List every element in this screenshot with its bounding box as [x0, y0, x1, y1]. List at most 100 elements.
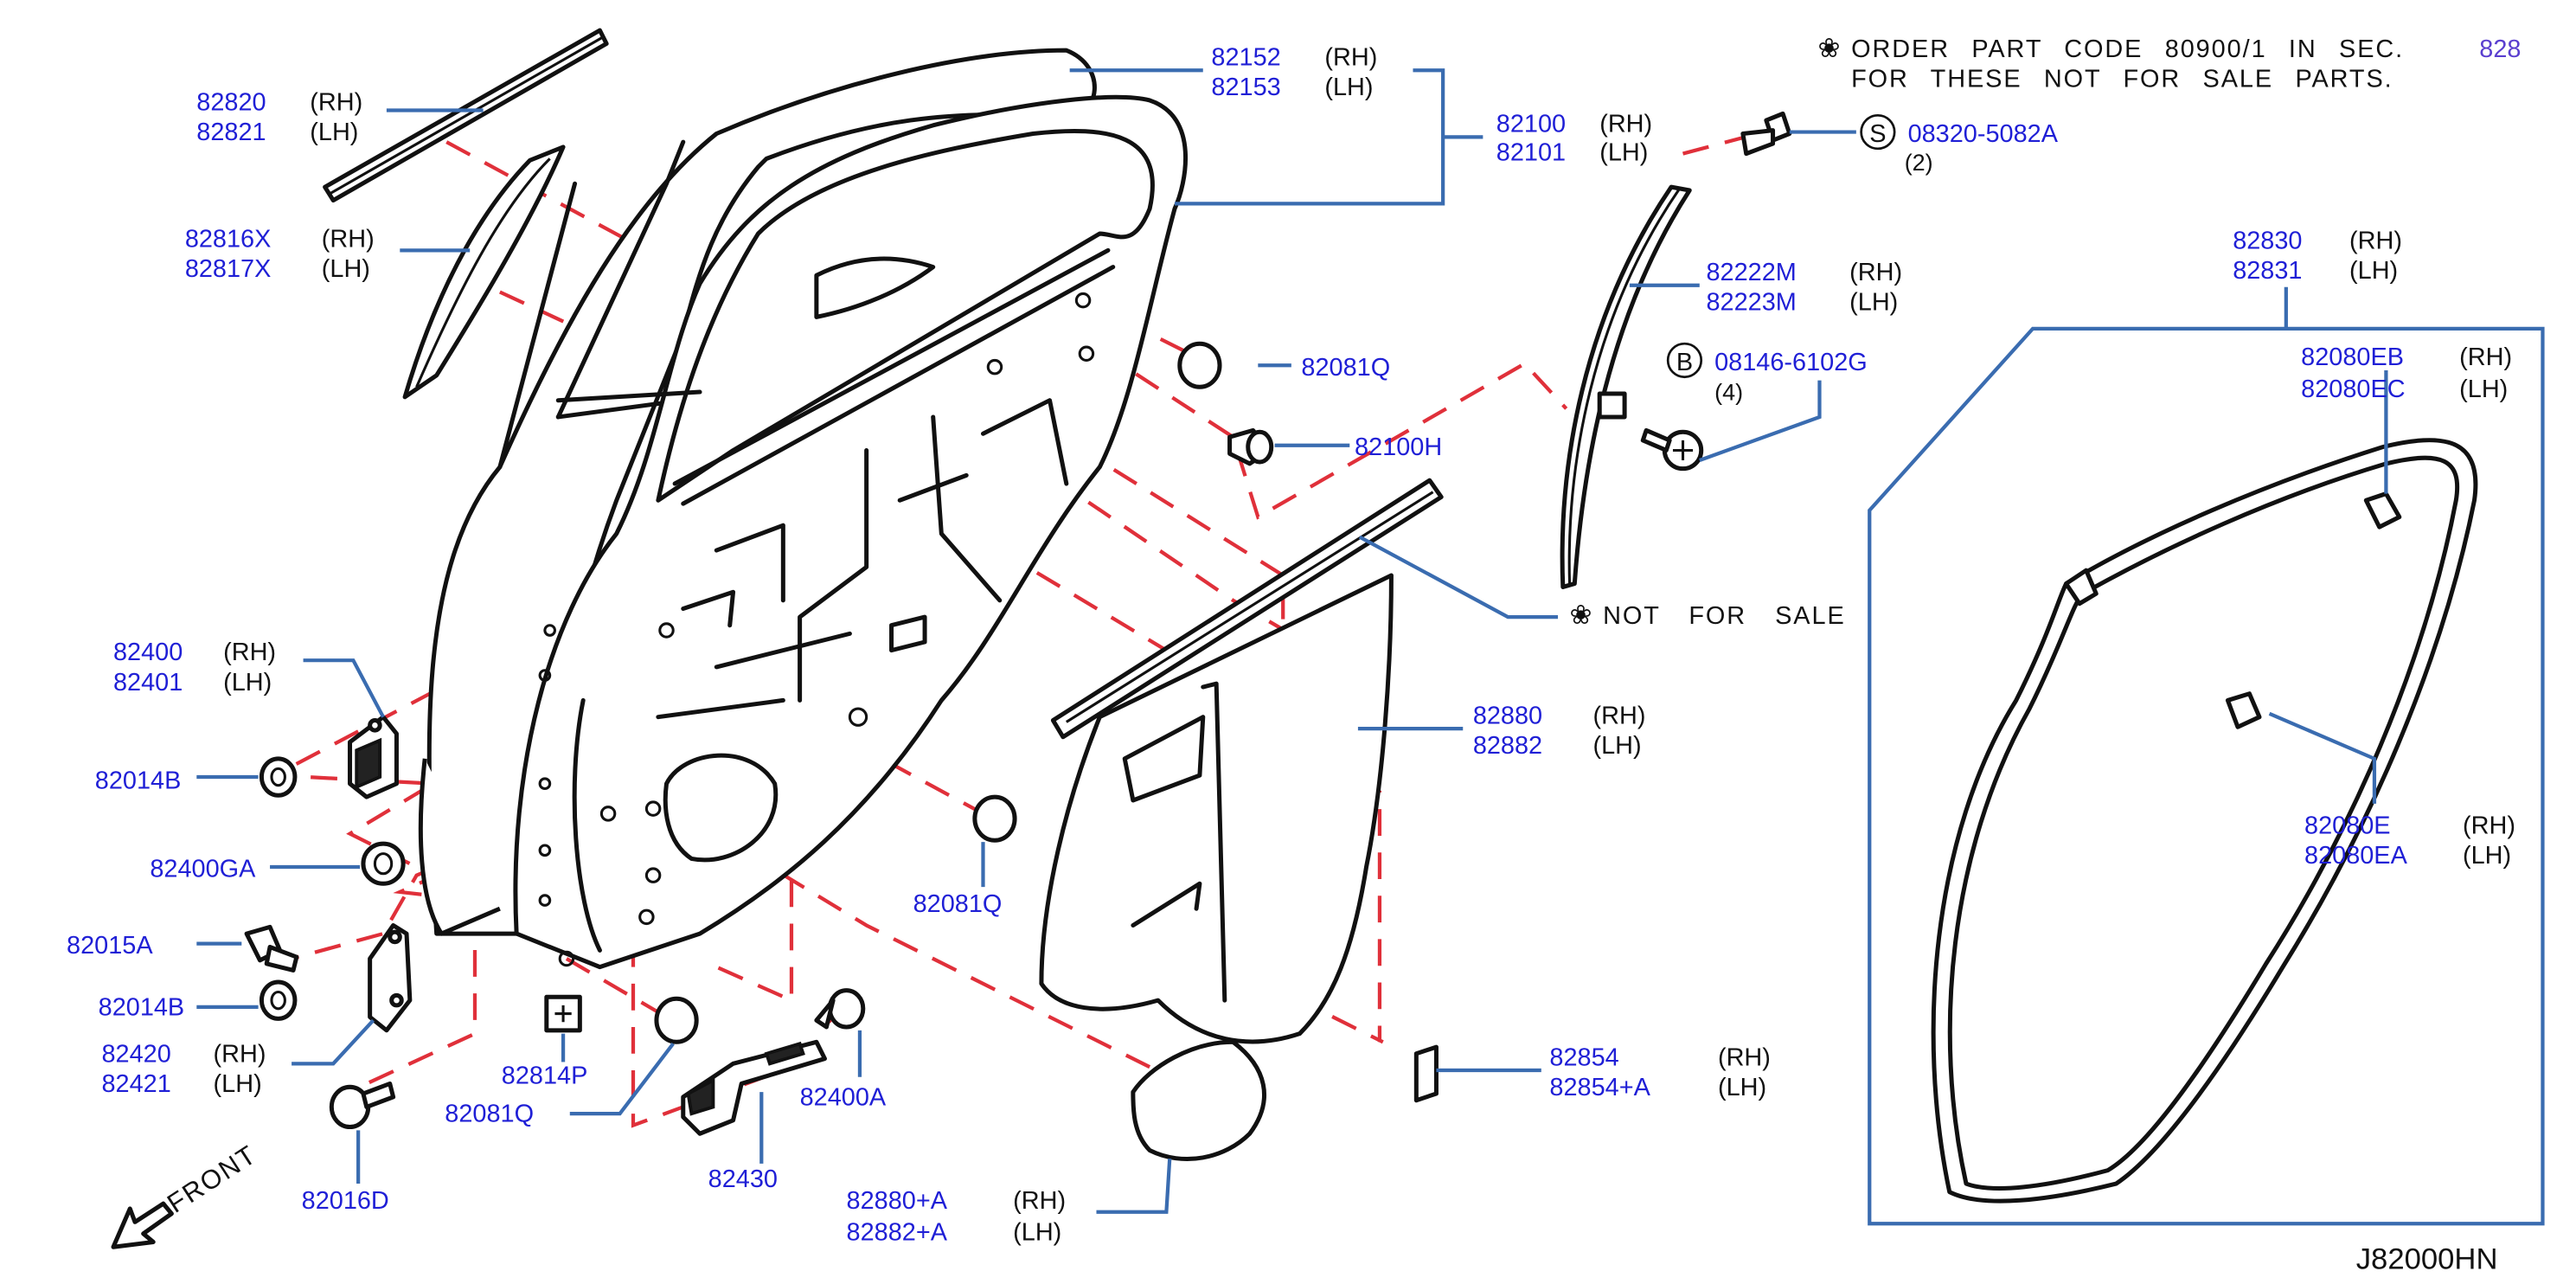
callout-82420[interactable]: 82420 (RH) [102, 1040, 266, 1068]
part-number[interactable]: 82223M [1706, 289, 1796, 317]
callout-82880[interactable]: 82880 (RH) [1473, 702, 1646, 729]
page-reference[interactable]: 828 [2479, 35, 2521, 63]
side-label: (LH) [2463, 842, 2511, 870]
part-number[interactable]: 82401 [113, 669, 183, 697]
callout-08146-6102G[interactable]: B 08146-6102G (4) [1666, 342, 1868, 406]
callout-82081Q-bottom[interactable]: 82081Q [445, 1101, 534, 1128]
side-label: (LH) [2349, 257, 2398, 285]
part-number[interactable]: 82100 [1496, 111, 1566, 138]
side-label: (LH) [1324, 74, 1373, 101]
part-number[interactable]: 82820 [196, 89, 266, 117]
part-number[interactable]: 82081Q [445, 1101, 534, 1128]
callout-82014B-top[interactable]: 82014B [95, 767, 182, 795]
part-number[interactable]: 82831 [2233, 257, 2302, 285]
side-label: (RH) [1599, 111, 1652, 138]
side-label: (RH) [214, 1040, 266, 1068]
part-number[interactable]: 08320-5082A [1908, 120, 2059, 148]
part-number[interactable]: 82014B [99, 993, 185, 1021]
callout-82100[interactable]: 82100 (RH) [1496, 111, 1652, 138]
callout-82080EC[interactable]: 82080EC (LH) [2301, 376, 2508, 403]
part-number[interactable]: 82400GA [150, 856, 256, 883]
callout-82820[interactable]: 82820 (RH) [196, 89, 362, 117]
callout-82817X[interactable]: 82817X (LH) [185, 255, 370, 283]
callout-82421[interactable]: 82421 (LH) [102, 1070, 262, 1098]
callout-82882[interactable]: 82882 (LH) [1473, 732, 1642, 760]
bolt-82016D [329, 1081, 396, 1130]
part-number[interactable]: 82014B [95, 767, 182, 795]
callout-82400A[interactable]: 82400A [800, 1084, 887, 1112]
part-number[interactable]: 82880 [1473, 702, 1542, 729]
part-number[interactable]: 82015A [67, 932, 153, 960]
callout-82223M[interactable]: 82223M (LH) [1706, 289, 1898, 317]
callout-82153[interactable]: 82153 (LH) [1211, 74, 1373, 101]
part-number[interactable]: 82080E [2304, 812, 2391, 840]
outer-weatherstrip-82820 [323, 28, 609, 203]
side-label: (RH) [1849, 259, 1902, 286]
callout-82854[interactable]: 82854 (RH) [1549, 1043, 1770, 1071]
part-number[interactable]: 82816X [185, 225, 272, 253]
callout-82016D[interactable]: 82016D [302, 1187, 389, 1215]
callout-82080EA[interactable]: 82080EA (LH) [2304, 842, 2511, 870]
part-number[interactable]: 82880+A [847, 1187, 948, 1215]
part-number[interactable]: 82101 [1496, 138, 1566, 166]
part-number[interactable]: 82421 [102, 1070, 171, 1098]
part-number[interactable]: 82222M [1706, 259, 1796, 286]
part-number[interactable]: 82016D [302, 1187, 389, 1215]
callout-82014B-bottom[interactable]: 82014B [99, 993, 185, 1021]
part-number[interactable]: 82400A [800, 1084, 887, 1112]
nut-82014B-top [259, 756, 298, 798]
callout-82814P[interactable]: 82814P [502, 1062, 588, 1089]
part-number[interactable]: 82817X [185, 255, 272, 283]
callout-82080E[interactable]: 82080E (RH) [2304, 812, 2515, 840]
part-number[interactable]: 82080EC [2301, 376, 2405, 403]
part-number[interactable]: 82081Q [913, 890, 1003, 918]
part-number[interactable]: 82854 [1549, 1043, 1618, 1071]
plug-82081Q-middle [972, 794, 1017, 843]
callout-82854-A[interactable]: 82854+A (LH) [1549, 1074, 1766, 1101]
part-number[interactable]: 82081Q [1301, 354, 1390, 382]
part-number[interactable]: 82830 [2233, 227, 2302, 254]
callout-82080EB[interactable]: 82080EB (RH) [2301, 343, 2512, 371]
part-number[interactable]: 82430 [708, 1165, 778, 1193]
part-number[interactable]: 08146-6102G [1714, 349, 1868, 376]
part-number[interactable]: 82153 [1211, 74, 1280, 101]
note-line-1: ORDER PART CODE 80900/1 IN SEC. [1851, 35, 2404, 63]
callout-82821[interactable]: 82821 (LH) [196, 119, 358, 146]
part-number[interactable]: 82821 [196, 119, 266, 146]
callout-08320-5082A[interactable]: S 08320-5082A (2) [1860, 113, 2059, 176]
quantity-label: (2) [1905, 150, 1933, 176]
part-number[interactable]: 82882 [1473, 732, 1542, 760]
callout-82831[interactable]: 82831 (LH) [2233, 257, 2398, 285]
callout-82430[interactable]: 82430 [708, 1165, 778, 1193]
part-number[interactable]: 82854+A [1549, 1074, 1650, 1101]
callout-82101[interactable]: 82101 (LH) [1496, 138, 1649, 166]
callout-82100H[interactable]: 82100H [1355, 433, 1442, 461]
part-number[interactable]: 82152 [1211, 44, 1280, 72]
callout-82880-A[interactable]: 82880+A (RH) [847, 1187, 1067, 1215]
callout-82830[interactable]: 82830 (RH) [2233, 227, 2402, 254]
front-label: FRONT [162, 1139, 262, 1218]
callout-82081Q-top[interactable]: 82081Q [1301, 354, 1390, 382]
callout-82222M[interactable]: 82222M (RH) [1706, 259, 1902, 286]
part-number[interactable]: 82400 [113, 639, 183, 666]
callout-82152[interactable]: 82152 (RH) [1211, 44, 1377, 72]
callout-82015A[interactable]: 82015A [67, 932, 153, 960]
part-number[interactable]: 82100H [1355, 433, 1442, 461]
callout-82882-A[interactable]: 82882+A (LH) [847, 1219, 1062, 1247]
part-number[interactable]: 82080EA [2304, 842, 2408, 870]
part-number[interactable]: 82814P [502, 1062, 588, 1089]
part-number[interactable]: 82882+A [847, 1219, 948, 1247]
part-number[interactable]: 82420 [102, 1040, 171, 1068]
callout-82401[interactable]: 82401 (LH) [113, 669, 272, 697]
callout-82816X[interactable]: 82816X (RH) [185, 225, 375, 253]
side-label: (RH) [2463, 812, 2515, 840]
part-number[interactable]: 82080EB [2301, 343, 2404, 371]
bolt-82400A [814, 988, 866, 1030]
quantity-label: (4) [1714, 380, 1743, 406]
callout-82400[interactable]: 82400 (RH) [113, 639, 276, 666]
bolt-82015A [244, 924, 299, 973]
side-label: (LH) [310, 119, 358, 146]
callout-82400GA[interactable]: 82400GA [150, 856, 256, 883]
callout-82081Q-middle[interactable]: 82081Q [913, 890, 1003, 918]
